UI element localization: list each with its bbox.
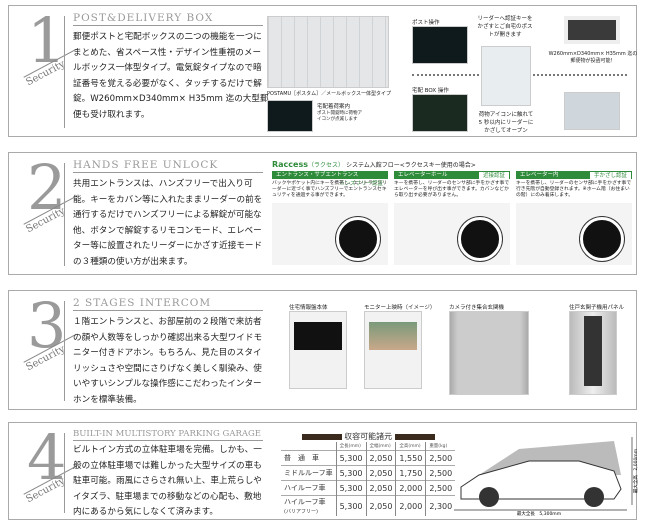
flow-illustration (272, 203, 388, 265)
divider (64, 433, 65, 513)
divider (64, 163, 65, 266)
flow-panel-desc: キーを携帯し、リーダーのセンサ部に手をかざす事で行き先階が自動登録されます。※ホ… (516, 181, 632, 198)
size-caption: W260mm×D340mm× H35mm 迄の郵便物が投函可能！ (548, 51, 638, 64)
entrance-panel-image (449, 311, 529, 395)
section-title: HANDS FREE UNLOCK (73, 159, 263, 173)
door-panel-image (569, 311, 617, 395)
device-label: モニター上映時（イメージ） (364, 305, 436, 311)
flow-heading: Raccess（ラクセス） システム入館フロー<ラクセスキー使用の場合> (272, 160, 476, 169)
section-title: BUILT-IN MULTISTORY PARKING GARAGE (73, 429, 263, 441)
wheel (479, 487, 499, 507)
mailbox-image (267, 16, 389, 88)
person-image (564, 92, 620, 130)
flow-illustration (394, 203, 510, 265)
open-box-image (564, 16, 620, 44)
divider (64, 301, 65, 401)
table-title: 収容可能諸元 (344, 432, 393, 441)
car-diagram: 最大全長 5,300mm 最大全高 2,000mm (454, 437, 639, 517)
intercom-monitor-on-image (364, 311, 422, 389)
delivery-notice-label: 宅配着荷案内 (317, 104, 351, 110)
flow-panel-header: エントランス・サブエントランスハンズフリー認証 (272, 171, 388, 188)
icon-touch-caption: 荷物アイコンに触れて5 秒以内にリーダーにかざしてオープン (478, 112, 534, 134)
device-label: 住戸玄関子機用パネル (569, 305, 625, 311)
reader-image (481, 46, 531, 106)
column-header: 全高(mm) (395, 442, 426, 451)
flow-panel-header: エレベーター内手かざし認証 (516, 171, 632, 180)
column-header: 全長(mm) (335, 442, 366, 451)
box-op-panel (412, 94, 468, 132)
section-title: POST&DELIVERY BOX (73, 12, 263, 26)
car-body (460, 460, 622, 500)
post-op-panel (412, 26, 468, 64)
flow-panel-header: エレベーターホール近接認証 (394, 171, 510, 180)
delivery-notice-sub: ポスト開錠時に荷物アイコンが点滅します (317, 111, 362, 122)
post-op-label: ポスト操作 (412, 20, 440, 26)
box-op-label: 宅配 BOX 操作 (412, 88, 449, 94)
flow-panel-desc: キーを携帯し、リーダーのセンサ部に手をかざす事でエレベーターを呼び出す事ができま… (394, 181, 510, 198)
product-caption: POSTAMU［ポスタム］／メールボックス一体型タイプ (267, 91, 392, 97)
flow-panel-desc: バックやポケット内にキーを携帯し、エントランスリーダーに近づく事でハンズフリーで… (272, 181, 388, 198)
section-body: ビルトイン方式の立体駐車場を完備。しかも、一般の立体駐車場では難しかった大型サイ… (73, 445, 262, 518)
divider (64, 16, 65, 128)
height-label: 最大全高 2,000mm (632, 449, 639, 493)
intercom-monitor-image (289, 311, 347, 389)
section-title: 2 STAGES INTERCOM (73, 297, 263, 311)
column-header: 重量(kg) (425, 442, 456, 451)
delivery-icon-panel (267, 100, 313, 132)
section-body: 郵便ポストと宅配ボックスの二つの機能を一つにまとめた、省スペース性・デザイン性重… (73, 32, 269, 120)
column-header: 全幅(mm) (365, 442, 396, 451)
device-label: カメラ付き集合玄関機 (449, 305, 505, 311)
reader-caption: リーダーへ認証キーをかざすとご自宅のポストが開きます (477, 16, 533, 38)
device-label: 住宅情報盤本体 (289, 305, 328, 311)
section-body: １階エントランスと、お部屋前の２段階で来訪者の顔や人数等をしっかり確認出来る大型… (73, 317, 263, 405)
wheel (584, 487, 604, 507)
section-body: 共用エントランスは、ハンズフリーで出入り可能。キーをカバン等に入れたままリーダー… (73, 179, 263, 267)
length-label: 最大全長 5,300mm (517, 510, 561, 517)
flow-illustration (516, 203, 632, 265)
